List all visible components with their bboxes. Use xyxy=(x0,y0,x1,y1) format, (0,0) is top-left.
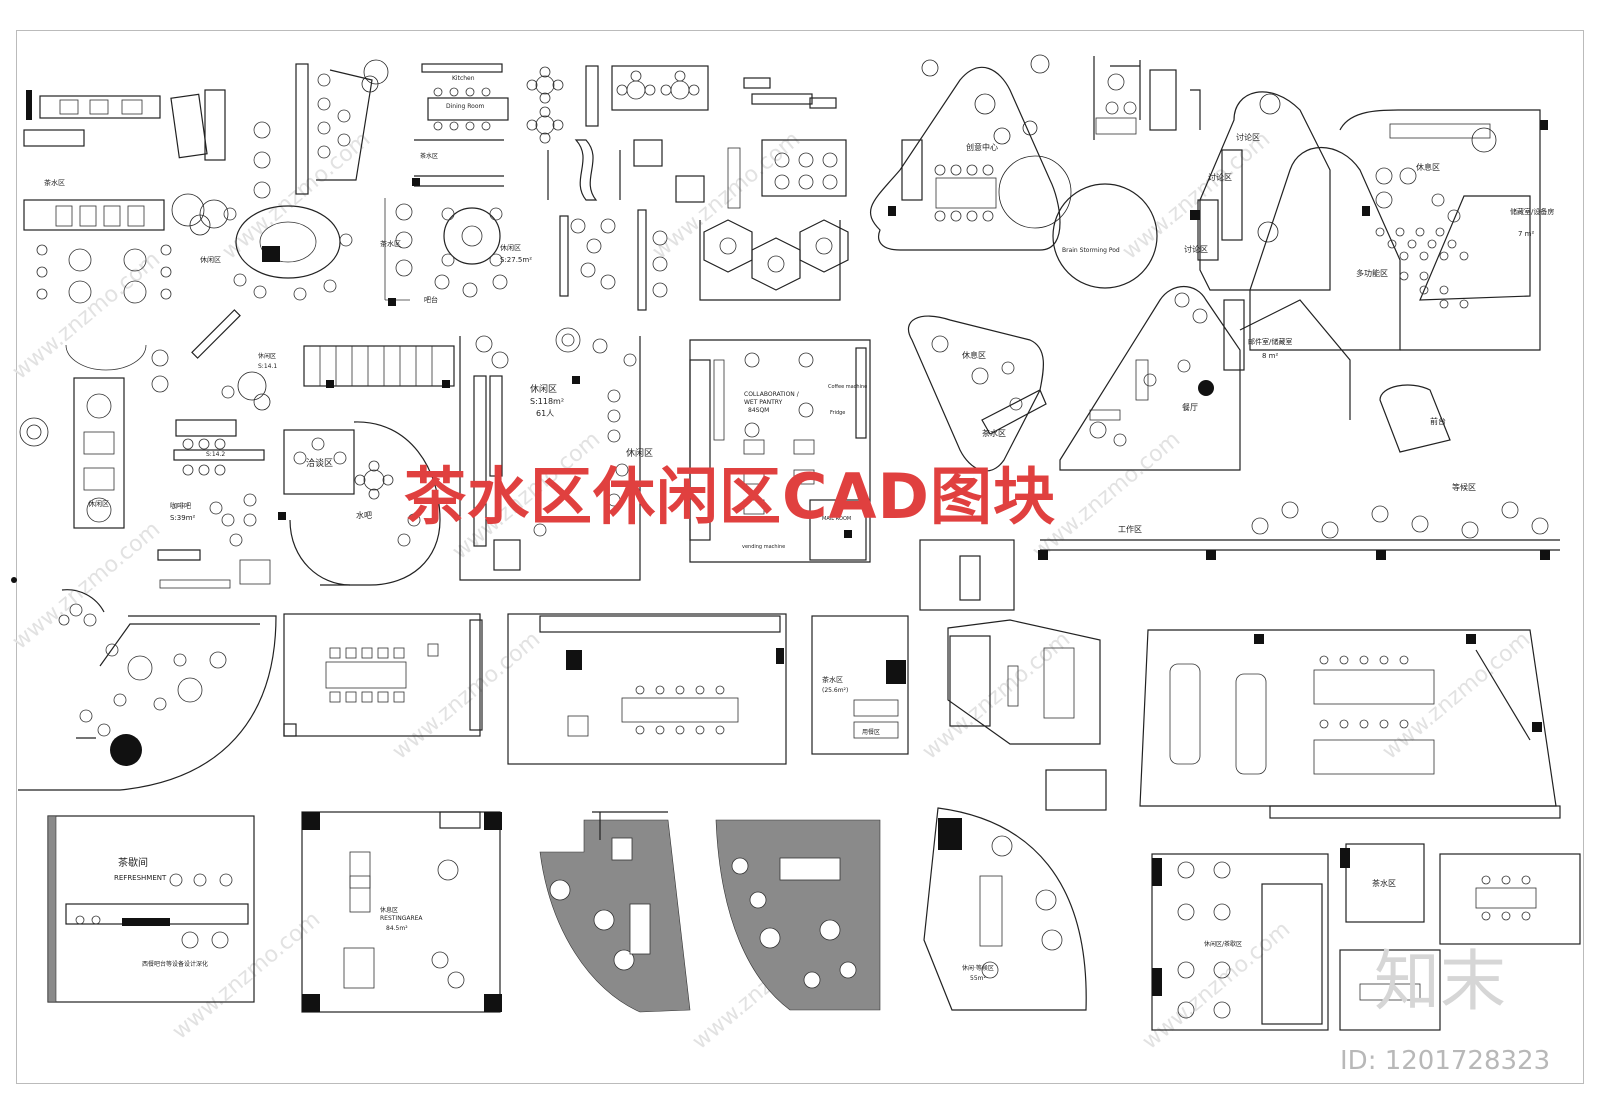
plan-block-restaurant-triangle: 休息区 茶水区 餐厅 邮件室/储藏室 8 m² 前台 等候区 工作区 xyxy=(907,286,1560,611)
tea-area-label: 茶水区 xyxy=(822,675,843,684)
plan-block-hatched-quarter-b xyxy=(715,819,881,1011)
watermark-text: www.znzmo.com xyxy=(1378,627,1535,765)
refreshment-note-label: 西餐吧台等设备设计深化 xyxy=(142,960,208,968)
plan-block-curved-dining: 休闲·等候区 55m² xyxy=(923,807,1087,1011)
watermark-text: www.znzmo.com xyxy=(388,627,545,765)
watermark-text: www.znzmo.com xyxy=(1118,127,1275,265)
tea-area-label: 茶水区 xyxy=(420,152,438,160)
waiting-label: 等候区 xyxy=(1452,482,1476,492)
multi-function-label: 多功能区 xyxy=(1356,268,1388,278)
plan-block-collaboration: COLLABORATION / WET PANTRY 84SQM Coffee … xyxy=(689,339,871,563)
leisure-label: 休闲区 xyxy=(500,243,521,252)
watermark-text: www.znzmo.com xyxy=(8,517,165,655)
plan-block-water-bar: 洽谈区 水吧 xyxy=(278,345,455,586)
plan-block-bottom-right: 休闲区/茶歇区 茶水区 xyxy=(1151,843,1581,1031)
dining-room-label: 用餐区 xyxy=(862,728,880,736)
creative-center-label: 创意中心 xyxy=(966,142,998,152)
plan-block-tea-room-25: 茶水区 (25.6m²) 用餐区 xyxy=(811,615,909,755)
plan-block-refreshment: 茶歇间 REFRESHMENT 西餐吧台等设备设计深化 xyxy=(47,815,255,1003)
leisure-label: 休闲区 xyxy=(626,447,653,459)
watermark-text: www.znzmo.com xyxy=(8,247,165,385)
leisure-wait-area-label: 55m² xyxy=(970,975,986,982)
area-label: S:27.5m² xyxy=(500,256,532,264)
coffee-machine-label: Coffee machine xyxy=(828,384,867,390)
plan-block-long-table-room xyxy=(283,613,483,737)
kitchen-label: Kitchen xyxy=(452,75,475,82)
area-label: S:14.2 xyxy=(206,451,225,458)
area-label: S:14.1 xyxy=(258,363,277,370)
workspace-label: 工作区 xyxy=(1118,524,1142,534)
leisure-label: 休闲区 xyxy=(258,352,276,360)
dining-room-label: Dining Room xyxy=(446,103,485,110)
plan-block-open-office xyxy=(1139,629,1561,819)
leisure-tea-label: 休闲区/茶歇区 xyxy=(1204,940,1242,948)
tea-room-area-label: (25.6m²) xyxy=(822,687,848,694)
storage-area-label: 7 m² xyxy=(1518,230,1534,238)
mail-storage-label: 邮件室/储藏室 xyxy=(1248,337,1292,346)
refreshment-en-label: REFRESHMENT xyxy=(114,874,167,882)
tea-talk-label: 洽谈区 xyxy=(306,457,333,469)
plan-block-office-top-right: 讨论区 讨论区 讨论区 休息区 储藏室/设备房 7 m² 多功能区 xyxy=(1093,56,1554,351)
plan-block-middle-left: 休闲区 S:14.1 S:14.2 咖啡吧 S:39m² xyxy=(11,309,277,627)
leisure-label: 休闲区 xyxy=(530,383,557,395)
bottom-tea-label: 茶水区 xyxy=(1372,878,1396,888)
wet-pantry-label: WET PANTRY xyxy=(744,399,783,406)
resting-label: 休息区 xyxy=(380,906,398,914)
resting-en-label: RESTINGAREA xyxy=(380,915,423,922)
tea-area-label: 茶水区 xyxy=(44,178,65,187)
watermark-id: ID: 1201728323 xyxy=(1340,1046,1551,1076)
tea-area-label: 茶水区 xyxy=(380,239,401,248)
vending-label: vending machine xyxy=(742,544,785,550)
plan-block-angled-office xyxy=(947,619,1107,811)
discussion-label: 讨论区 xyxy=(1236,132,1260,142)
plan-block-kitchen-dining: Kitchen Dining Room 茶水区 茶水区 休闲区 S:27.5m xyxy=(380,63,532,306)
plan-block-lounge-tables xyxy=(526,65,849,311)
leisure-label: 休闲区 xyxy=(88,499,109,508)
resting-area-label: 84.5m² xyxy=(386,925,408,932)
plan-block-dining-left: 休闲区 xyxy=(19,199,172,529)
refreshment-label: 茶歇间 xyxy=(118,856,148,869)
water-bar-label: 水吧 xyxy=(356,510,372,520)
plan-block-quarter-circle-lounge xyxy=(18,615,277,791)
area-label: S:118m² xyxy=(530,397,564,406)
rest-area-label: 休息区 xyxy=(962,350,986,360)
brainstorm-label: Brain Storming Pod xyxy=(1062,247,1120,254)
plan-block-leisure-118: 休闲区 S:118m² 61人 休闲区 xyxy=(459,327,653,581)
leisure-label: 休闲区 xyxy=(200,255,221,264)
mail-room-label: MAIL ROOM xyxy=(822,516,851,522)
watermark-logo: 知末 xyxy=(1374,943,1506,1020)
restaurant-label: 餐厅 xyxy=(1182,403,1198,412)
discussion-label: 讨论区 xyxy=(1184,244,1208,254)
plan-block-resting-area: 休息区 RESTINGAREA 84.5m² xyxy=(301,811,502,1013)
sheet-border xyxy=(16,30,1584,1084)
fridge-label: Fridge xyxy=(830,410,845,416)
bar-label: 吧台 xyxy=(424,295,438,304)
plan-block-round-lounge: 休闲区 xyxy=(170,59,389,301)
plan-block-hatched-quarter-a xyxy=(539,811,691,1013)
collab-label: COLLABORATION / xyxy=(744,391,800,398)
plan-block-creative-center: 创意中心 Brain Storming Pod xyxy=(869,54,1158,289)
leisure-wait-label: 休闲·等候区 xyxy=(962,964,994,972)
rest-area-label: 休息区 xyxy=(1416,162,1440,172)
collab-area-label: 84SQM xyxy=(748,407,769,414)
tea-area-label: 茶水区 xyxy=(982,428,1006,438)
storage-label: 储藏室/设备房 xyxy=(1510,207,1554,216)
plan-block-kitchen-strip: 茶水区 xyxy=(23,90,161,187)
mail-storage-area-label: 8 m² xyxy=(1262,352,1278,360)
discussion-label: 讨论区 xyxy=(1208,172,1232,182)
coffee-label: 咖啡吧 xyxy=(170,501,191,510)
page-title: 茶水区休闲区CAD图块 xyxy=(404,460,1056,533)
area-label: S:39m² xyxy=(170,514,196,522)
people-count-label: 61人 xyxy=(536,409,554,418)
reception-label: 前台 xyxy=(1430,416,1446,426)
plan-block-open-pantry xyxy=(507,613,787,765)
